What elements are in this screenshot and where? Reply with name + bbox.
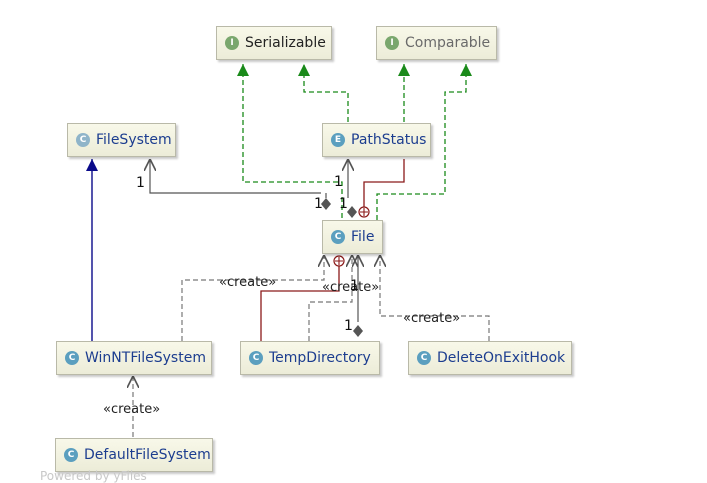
node-comparable[interactable]: I Comparable <box>376 26 497 60</box>
node-label: FileSystem <box>96 132 172 148</box>
node-file[interactable]: C File <box>322 220 383 254</box>
node-tempdirectory[interactable]: C TempDirectory <box>240 341 380 375</box>
class-icon: C <box>65 351 79 365</box>
file-fs-diamond <box>321 198 331 210</box>
edge-pathstatus-implements-serializable <box>298 64 349 122</box>
enum-icon: E <box>331 133 345 147</box>
node-serializable[interactable]: I Serializable <box>216 26 332 60</box>
node-filesystem[interactable]: C FileSystem <box>67 123 176 157</box>
node-label: DefaultFileSystem <box>84 447 211 463</box>
node-label: File <box>351 229 375 245</box>
interface-icon: I <box>385 36 399 50</box>
node-label: DeleteOnExitHook <box>437 350 566 366</box>
edge-winnt-creates-file <box>181 255 324 341</box>
node-label: WinNTFileSystem <box>85 350 206 366</box>
label-create-hook: «create» <box>403 311 460 326</box>
edge-tempdir-inner-file <box>260 260 340 341</box>
edge-file-implements-serializable <box>237 64 343 218</box>
edge-tempdir-creates-file <box>308 255 352 341</box>
class-icon: C <box>417 351 431 365</box>
mult-file-fs: 1 <box>314 196 323 212</box>
mult-hook-file: 1 <box>350 278 359 294</box>
watermark-text: Powered by yFiles <box>40 469 147 483</box>
edge-file-implements-comparable <box>376 64 472 220</box>
node-label: TempDirectory <box>269 350 371 366</box>
node-deleteonexithook[interactable]: C DeleteOnExitHook <box>408 341 572 375</box>
interface-icon: I <box>225 36 239 50</box>
file-pathstatus-diamond <box>347 206 357 218</box>
edge-hook-creates-file <box>380 255 490 341</box>
edge-pathstatus-inner-file <box>363 159 405 212</box>
node-label: Comparable <box>405 35 491 51</box>
static-class-icon: C <box>249 351 263 365</box>
label-create-winnt: «create» <box>219 275 276 290</box>
label-create-tempdir: «create» <box>322 280 379 295</box>
mult-filesystem: 1 <box>136 175 145 191</box>
mult-hook-tempdir: 1 <box>344 318 353 334</box>
mult-file-pathstatus: 1 <box>339 196 348 212</box>
abstract-class-icon: C <box>76 133 90 147</box>
node-label: Serializable <box>245 35 326 51</box>
class-icon: C <box>64 448 78 462</box>
edge-file-fs-association <box>150 159 321 194</box>
node-pathstatus[interactable]: E PathStatus <box>322 123 431 157</box>
node-defaultfilesystem[interactable]: C DefaultFileSystem <box>55 438 213 472</box>
class-icon: C <box>331 230 345 244</box>
label-create-default: «create» <box>103 402 160 417</box>
node-winntfilesystem[interactable]: C WinNTFileSystem <box>56 341 212 375</box>
node-label: PathStatus <box>351 132 427 148</box>
mult-pathstatus: 1 <box>334 174 343 190</box>
hook-file-diamond <box>353 325 363 337</box>
